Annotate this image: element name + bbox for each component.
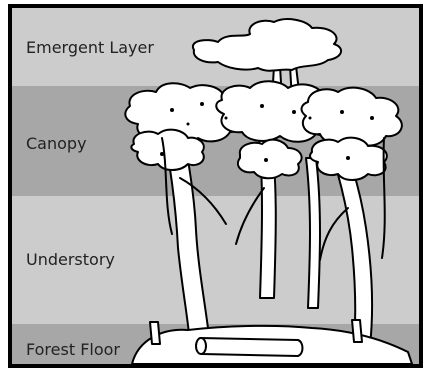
rainforest-layers-diagram: Emergent Layer Canopy Understory Forest … [8, 4, 423, 368]
center-lower-crown [238, 140, 302, 179]
forest-floor-label: Forest Floor [26, 340, 120, 359]
left-stump [150, 322, 160, 344]
center-back-trunk [306, 158, 320, 308]
right-branch [320, 208, 348, 260]
forest-illustration [12, 8, 419, 364]
right-stump [352, 320, 362, 342]
fallen-log-end [196, 338, 206, 354]
canopy-layer-label: Canopy [26, 134, 87, 153]
fallen-log [197, 338, 302, 356]
emergent-layer-label: Emergent Layer [26, 38, 154, 57]
center-branch [236, 188, 264, 244]
emergent-tree-crown [193, 19, 341, 71]
understory-layer-label: Understory [26, 250, 115, 269]
